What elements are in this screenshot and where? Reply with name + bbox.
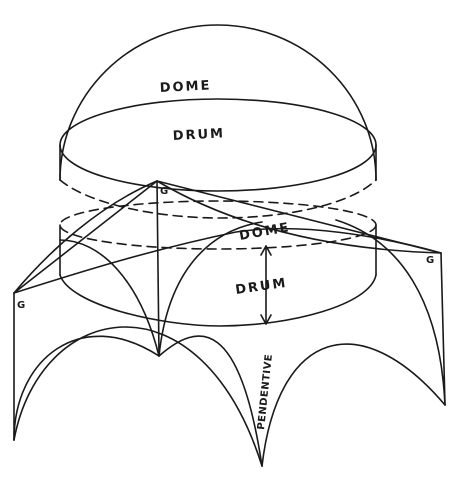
arch-right-back	[336, 220, 445, 405]
pier-center	[157, 181, 159, 356]
lower-drum-bottom-edge	[60, 275, 376, 326]
arch-left-front-outer	[14, 336, 159, 440]
upper-dome-label: DOME	[159, 78, 211, 96]
lower-drum-label: DRUM	[234, 276, 288, 298]
plan-edge-left-center	[14, 181, 157, 293]
upper-drum-top-ellipse	[60, 99, 376, 191]
pendentive-curve-left-lower	[14, 229, 441, 293]
corner-left-label: G	[17, 300, 25, 311]
arch-right-front	[262, 344, 445, 466]
arch-left-front-long	[14, 327, 262, 466]
upper-drum-bottom-hidden-edge	[60, 180, 376, 218]
corner-center-label: G	[160, 186, 168, 197]
lower-dome-label: DOME	[238, 220, 291, 244]
arch-center-to-front-pier	[159, 336, 262, 466]
upper-drum-label: DRUM	[172, 126, 225, 144]
arch-left-front-inner	[60, 240, 159, 356]
corner-right-label: G	[426, 255, 434, 266]
upper-dome-outline	[60, 25, 376, 180]
